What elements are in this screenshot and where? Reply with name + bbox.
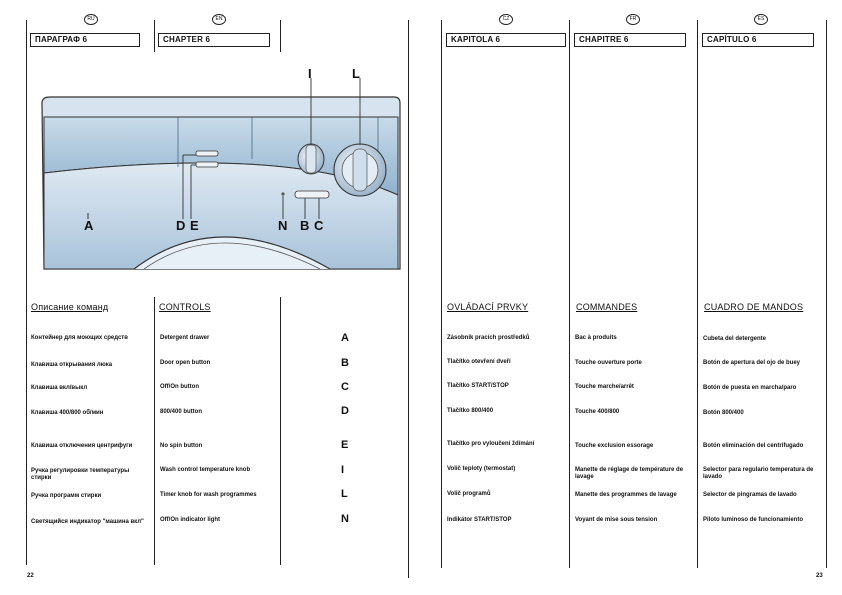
chapter-box-cz: KAPITOLA 6 (446, 33, 566, 47)
lang-marker-cz: CZ (499, 14, 513, 25)
control-panel-diagram (41, 78, 401, 270)
heading-en: CONTROLS (159, 302, 211, 312)
list-item: Selector de pingramas de lavado (703, 492, 797, 498)
list-item: Door open button (160, 360, 211, 366)
list-item: Indikátor START/STOP (447, 517, 512, 523)
list-item: Off/On indicator light (160, 517, 220, 523)
list-item: Timer knob for wash programmes (160, 492, 257, 498)
list-item: Bac à produits (575, 335, 617, 341)
list-item: Volič teploty (termostat) (447, 466, 516, 472)
column-rule (280, 20, 282, 52)
diagram-label-l: L (352, 66, 360, 81)
list-item: Zásobník pracích prostředků (447, 335, 530, 341)
column-rule (441, 20, 443, 568)
diagram-label-n: N (278, 218, 288, 233)
item-letter: B (341, 357, 349, 369)
lang-marker-en: EN (212, 14, 226, 25)
diagram-label-d: D (176, 218, 186, 233)
list-item: Клавиша вкл/выкл (31, 385, 88, 391)
diagram-label-i: I (308, 66, 312, 81)
list-item: Cubeta del detergente (703, 336, 767, 342)
list-item: Светящийся индикатор "машина вкл" (31, 519, 144, 525)
list-item: 800/400 button (160, 409, 203, 415)
list-item: Клавиша отключения центрифуги (31, 443, 133, 449)
list-item: Botón eliminación del centrifugado (703, 443, 804, 449)
list-item: Wash control temperature knob (160, 467, 251, 473)
list-item: Off/On button (160, 384, 199, 390)
list-item: Tlačítko pro vyloučení ždímání (447, 441, 535, 447)
list-item: Tlačítko START/STOP (447, 383, 509, 389)
chapter-box-fr: CHAPITRE 6 (574, 33, 686, 47)
chapter-box-en: CHAPTER 6 (158, 33, 270, 47)
list-item: Клавиша 400/800 об/мин (31, 410, 104, 416)
chapter-box-es: CAPÍTULO 6 (702, 33, 814, 47)
item-letter: A (341, 332, 349, 344)
list-item: Touche 400/800 (575, 409, 620, 415)
lang-marker-es: ES (754, 14, 768, 25)
list-item: Selector para regulario temperatura de l… (703, 467, 814, 480)
item-letter: I (341, 464, 345, 476)
list-item: Botón de apertura del ojo de buey (703, 360, 801, 366)
heading-es: CUADRO DE MANDOS (704, 302, 804, 312)
heading-cz: OVLÁDACÍ PRVKY (447, 302, 529, 312)
column-rule (154, 297, 156, 565)
diagram-label-a: A (84, 218, 94, 233)
list-item: Botón de puesta en marcha/paro (703, 385, 797, 391)
list-item: Tlačítko otevření dveří (447, 359, 511, 365)
list-item: Voyant de mise sous tension (575, 517, 658, 523)
list-item: Ручка регулировки температуры стирки (31, 468, 130, 481)
list-item: Manette de réglage de température de lav… (575, 467, 684, 480)
column-rule (697, 20, 699, 568)
list-item: Touche ouverture porte (575, 360, 642, 366)
item-letter: N (341, 513, 349, 525)
column-rule (154, 20, 156, 52)
list-item: Detergent drawer (160, 335, 210, 341)
list-item: Manette des programmes de lavage (575, 492, 677, 498)
item-letter: L (341, 488, 348, 500)
page-number-left: 22 (27, 573, 34, 579)
item-letter: C (341, 381, 349, 393)
item-letter: D (341, 405, 349, 417)
list-item: Контейнер для моющих средств (31, 335, 128, 341)
list-item: Клавиша открывания люка (31, 362, 113, 368)
column-rule (569, 20, 571, 568)
item-letter: E (341, 439, 349, 451)
list-item: Botón 800/400 (703, 410, 744, 416)
column-rule (26, 20, 28, 565)
list-item: Touche exclusion essorage (575, 443, 654, 449)
chapter-box-ru: ПАРАГРАФ 6 (30, 33, 140, 47)
list-item: Ручка программ стирки (31, 493, 102, 499)
list-item: Touche marche/arrêt (575, 384, 634, 390)
diagram-label-c: C (314, 218, 324, 233)
diagram-label-e: E (190, 218, 199, 233)
lang-marker-fr: FR (626, 14, 640, 25)
column-rule (408, 20, 410, 578)
column-rule (826, 20, 828, 568)
list-item: Volič programů (447, 491, 491, 497)
list-item: Piloto luminoso de funcionamiento (703, 517, 803, 523)
diagram-label-b: B (300, 218, 310, 233)
list-item: No spin button (160, 443, 203, 449)
page-number-right: 23 (816, 573, 823, 579)
heading-ru: Описание команд (31, 302, 109, 312)
lang-marker-ru: RU (84, 14, 98, 25)
list-item: Tlačítko 800/400 (447, 408, 494, 414)
column-rule (280, 297, 282, 565)
heading-fr: COMMANDES (576, 302, 638, 312)
